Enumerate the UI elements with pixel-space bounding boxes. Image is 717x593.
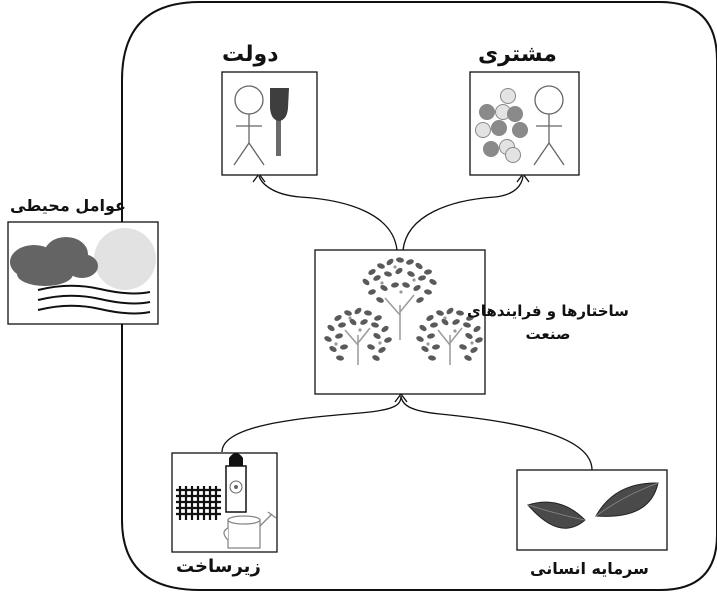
- leaf-icon: [527, 482, 659, 529]
- flag-icon: [270, 88, 289, 156]
- industry-label-line2: صنعت: [525, 325, 571, 344]
- arrow-industry-to-government: [252, 172, 398, 251]
- tree-icon: [344, 294, 463, 365]
- industry-boundary: [121, 1, 717, 591]
- customer-box: [469, 71, 580, 176]
- coins-icon: [475, 88, 528, 163]
- human-capital-label: سرمایه انسانی: [530, 559, 649, 578]
- environment-box: [7, 221, 159, 325]
- infrastructure-label: زیرساخت: [176, 556, 261, 577]
- bottle-icon: [225, 453, 247, 513]
- tree-canopy-top: [362, 257, 437, 303]
- berry-dots: [334, 265, 474, 346]
- tree-canopy-left: [324, 307, 392, 361]
- industry-box: [314, 249, 486, 395]
- watering-can-icon: [223, 511, 277, 549]
- connector-human-capital-to-industry: [400, 395, 593, 471]
- arrow-infrastructure-to-industry: [221, 392, 408, 453]
- environment-label: عوامل محیطی: [10, 196, 126, 215]
- infrastructure-box: [171, 452, 278, 553]
- human-capital-box: [516, 469, 668, 551]
- grid-fence-icon: [176, 486, 221, 520]
- person-icon: [533, 85, 565, 166]
- wind-icon: [37, 284, 151, 315]
- industry-label-line1: ساختارها و فرایندهای: [467, 302, 629, 320]
- customer-label: مشتری: [478, 42, 557, 67]
- sun-icon: [94, 228, 156, 290]
- government-label: دولت: [222, 42, 279, 67]
- cloud-icon: [10, 237, 98, 286]
- arrow-industry-to-customer: [402, 172, 530, 251]
- government-box: [221, 71, 318, 176]
- industry-label: ساختارها و فرایندهای صنعت: [467, 300, 629, 347]
- person-icon: [233, 85, 265, 166]
- tree-canopy-right: [416, 307, 483, 361]
